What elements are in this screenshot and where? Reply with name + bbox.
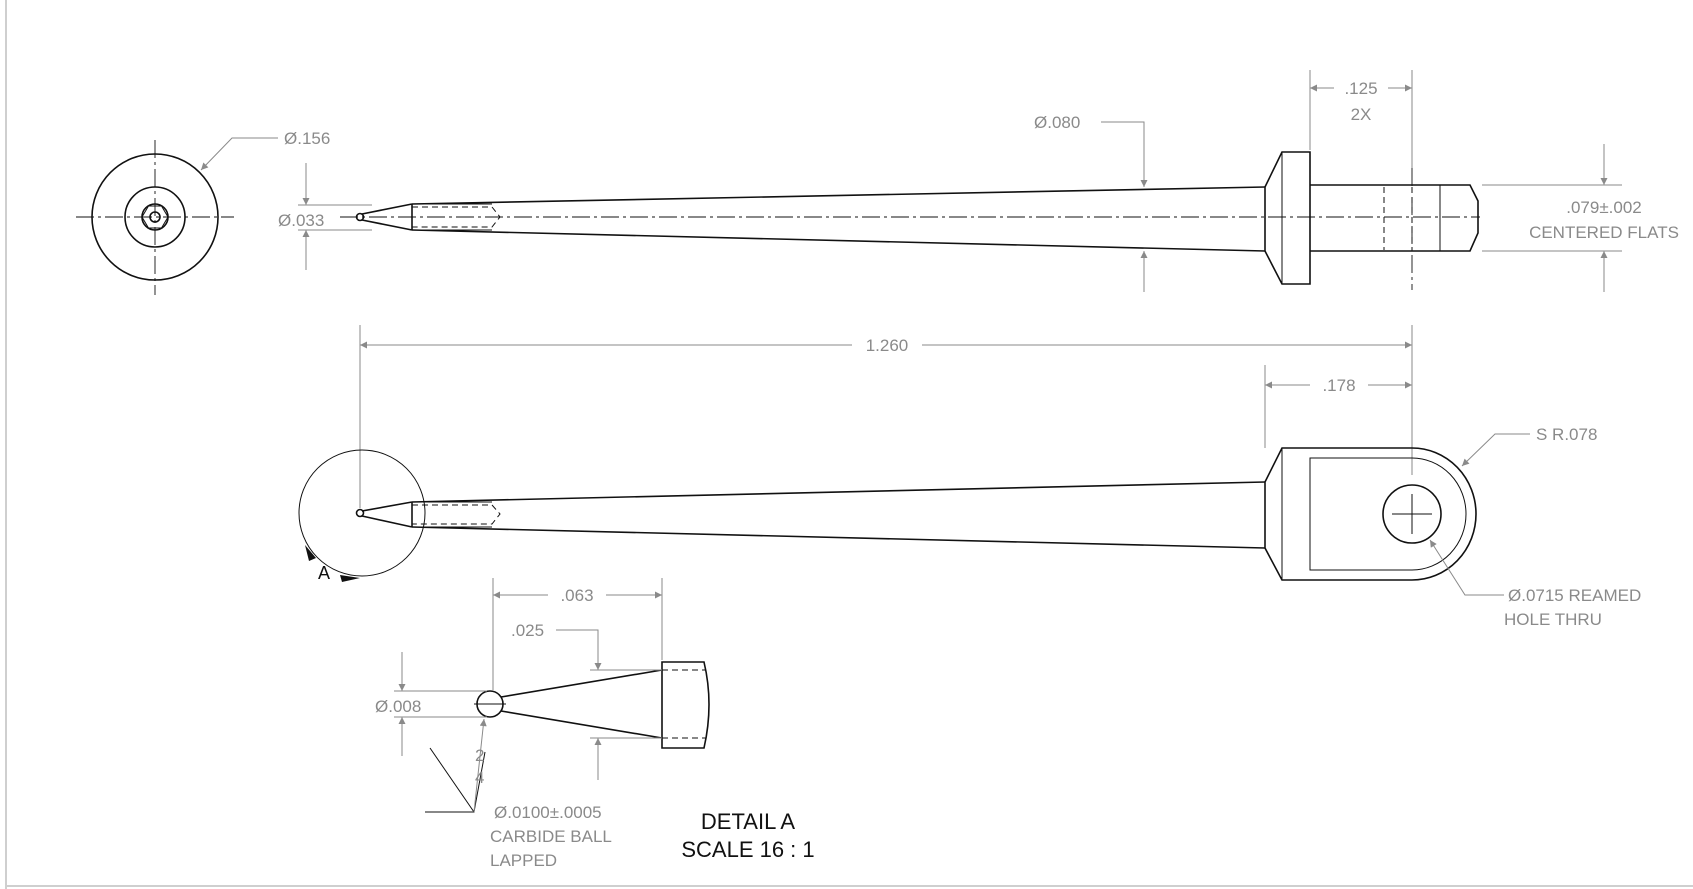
detail-insert-body bbox=[661, 661, 710, 749]
top-reamed-hole bbox=[1382, 484, 1442, 544]
detail-finish-leader bbox=[473, 718, 487, 813]
front-insert-hidden bbox=[412, 206, 501, 228]
front-shaft-top bbox=[411, 186, 1266, 205]
detail-cone-bottom bbox=[500, 710, 663, 739]
top-sphere-radius-label: S R.078 bbox=[1536, 425, 1597, 444]
detail-callout-flag: A bbox=[318, 563, 330, 583]
top-view: 1.260 .178 A S R.078 Ø.0715 bbox=[298, 325, 1641, 629]
front-shaft-dia-label: Ø.080 bbox=[1034, 113, 1080, 132]
front-tip-ball bbox=[355, 212, 365, 222]
top-insert-hidden bbox=[412, 504, 501, 525]
top-hole-note-label: HOLE THRU bbox=[1504, 610, 1602, 629]
end-view: Ø.156 bbox=[76, 129, 330, 295]
detail-view: .063 .025 Ø.008 2 4 Ø.0100±.0005 CARBIDE… bbox=[375, 578, 815, 870]
end-view-dia-leader bbox=[200, 137, 278, 171]
front-collar bbox=[1264, 151, 1311, 285]
front-view: Ø.033 Ø.080 .125 2X .079±.002 CENTERED F… bbox=[278, 70, 1679, 292]
end-view-dia-label: Ø.156 bbox=[284, 129, 330, 148]
front-flats-note-label: CENTERED FLATS bbox=[1529, 223, 1679, 242]
front-tip-cone bbox=[361, 203, 413, 215]
front-flats-tol-label: .079±.002 bbox=[1566, 198, 1642, 217]
detail-finish-top: 2 bbox=[475, 746, 484, 765]
top-tip-cone-bottom bbox=[361, 515, 413, 528]
detail-cone-top bbox=[500, 669, 663, 698]
detail-cone-dia-leader bbox=[556, 629, 602, 670]
front-flat-count-label: 2X bbox=[1351, 105, 1372, 124]
top-eye-length-label: .178 bbox=[1322, 376, 1355, 395]
detail-callout-arrow-1 bbox=[305, 545, 316, 561]
detail-finish-symbol-stem bbox=[429, 747, 475, 813]
detail-callout-arrow-2 bbox=[340, 575, 360, 582]
top-shaft-bottom bbox=[411, 526, 1266, 549]
top-tip-cone-top bbox=[361, 501, 413, 512]
top-hole-dia-label: Ø.0715 REAMED bbox=[1508, 586, 1641, 605]
front-shaft-dia-leader bbox=[1101, 121, 1148, 187]
detail-callout-circle bbox=[298, 449, 426, 577]
detail-tip-dia-label: Ø.008 bbox=[375, 697, 421, 716]
front-tip-cone-lower bbox=[361, 219, 413, 231]
detail-scale: SCALE 16 : 1 bbox=[681, 837, 814, 862]
top-tip-ball bbox=[355, 508, 365, 518]
top-eye-inner-flat bbox=[1309, 457, 1467, 571]
detail-cone-dia-label: .025 bbox=[511, 621, 544, 640]
detail-ball-process-label: LAPPED bbox=[490, 851, 557, 870]
detail-finish-bottom: 4 bbox=[475, 768, 484, 787]
front-tip-dia-label: Ø.033 bbox=[278, 211, 324, 230]
front-flat-width-label: .125 bbox=[1344, 79, 1377, 98]
top-eye-outline bbox=[1264, 447, 1477, 581]
top-sphere-radius-leader bbox=[1461, 433, 1530, 467]
detail-length-label: .063 bbox=[560, 586, 593, 605]
detail-ball-dia-label: Ø.0100±.0005 bbox=[494, 803, 602, 822]
detail-ball-material-label: CARBIDE BALL bbox=[490, 827, 612, 846]
front-shaft-bottom bbox=[411, 229, 1266, 252]
top-shaft-top bbox=[411, 481, 1266, 503]
detail-title: DETAIL A bbox=[701, 809, 795, 834]
front-shank bbox=[1310, 184, 1479, 252]
top-overall-length-label: 1.260 bbox=[866, 336, 909, 355]
top-hole-leader bbox=[1429, 539, 1504, 596]
